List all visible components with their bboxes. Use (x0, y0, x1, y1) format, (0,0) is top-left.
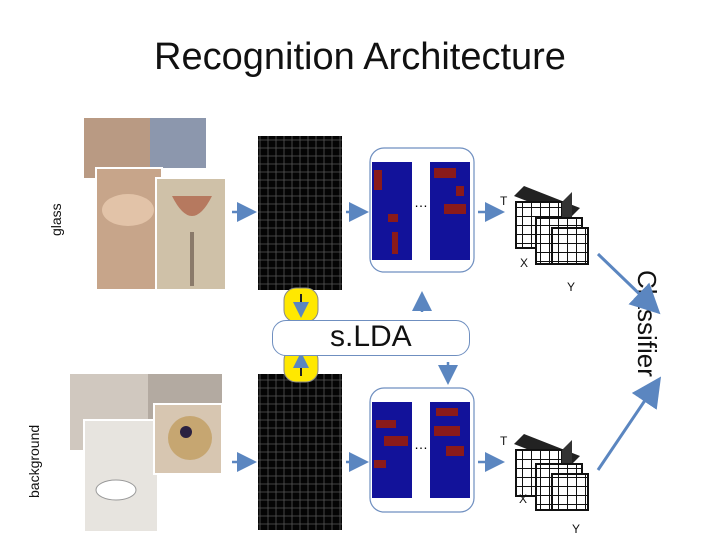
background-image-collage (70, 374, 223, 533)
glass-axis-t: T (500, 194, 508, 208)
arrow-glass-to-classifier (596, 252, 661, 315)
background-axis-t: T (500, 434, 508, 448)
page-title: Recognition Architecture (154, 36, 566, 78)
background-feature-cube (514, 434, 589, 511)
background-ellipsis: … (414, 436, 428, 452)
glass-axis-x: X (520, 256, 529, 270)
background-feature-map (258, 374, 342, 530)
glass-feature-map (258, 136, 342, 290)
slda-label: s.LDA (330, 320, 412, 353)
glass-image-collage (84, 118, 227, 291)
background-topic-panel (369, 387, 475, 513)
glass-ellipsis: … (414, 194, 428, 210)
slda-input-arrows (283, 287, 319, 383)
flow-arrows (232, 202, 662, 472)
slda-box (272, 320, 470, 356)
glass-feature-cube (514, 186, 589, 265)
glass-topic-panel (369, 147, 475, 273)
background-axis-x: X (519, 492, 528, 506)
background-axis-y: Y (572, 522, 581, 536)
glass-axis-y: Y (567, 280, 576, 294)
arrow-bg-to-classifier (596, 376, 662, 471)
